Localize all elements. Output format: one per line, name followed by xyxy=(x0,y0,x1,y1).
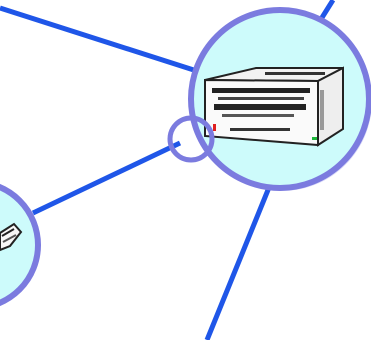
printer-node xyxy=(191,10,371,191)
left-node xyxy=(0,182,38,308)
printer-icon xyxy=(205,68,343,145)
link-top-left xyxy=(0,8,200,72)
link-left-node xyxy=(33,143,180,213)
link-bottom xyxy=(207,185,270,340)
